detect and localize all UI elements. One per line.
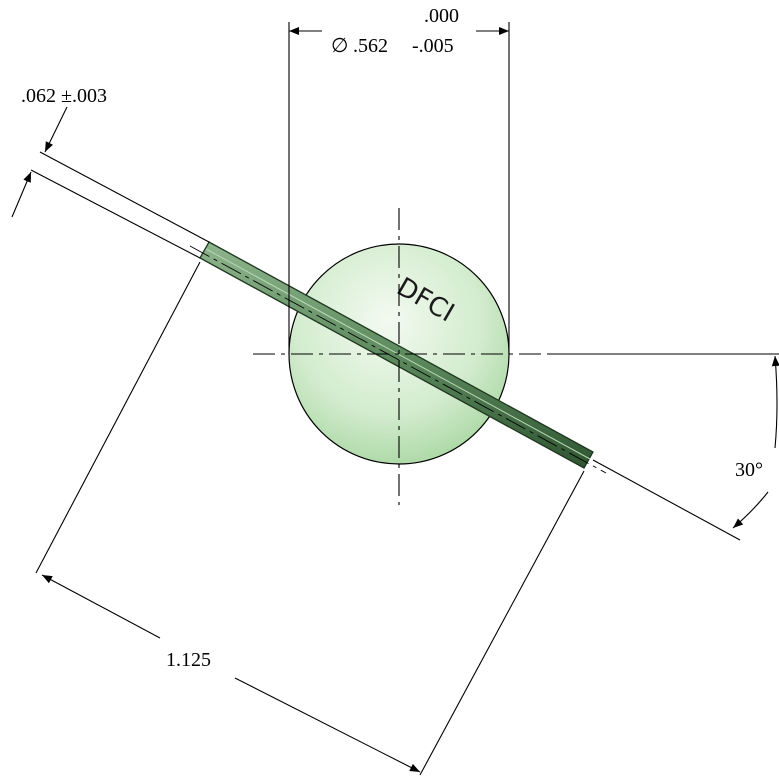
thickness-leader-bottom: [11, 171, 32, 218]
length-dimension: 1.125: [35, 261, 585, 776]
length-dimension-line-a: [41, 574, 161, 639]
diameter-nominal: .562: [353, 35, 388, 57]
angle-arc-lower: [732, 491, 769, 529]
thickness-dimension: .062 ±.003: [11, 85, 210, 259]
diameter-symbol: ∅: [331, 35, 348, 57]
angle-arc-upper: [771, 355, 779, 449]
angle-extension: [592, 459, 741, 541]
thickness-leader-top: [44, 106, 68, 153]
diameter-upper-tolerance: .000: [424, 5, 459, 27]
length-dimension-line-b: [234, 677, 421, 773]
thickness-extension-bottom: [30, 169, 201, 259]
diameter-dimension: .000 ∅ .562 -.005: [288, 5, 510, 354]
thickness-value: .062 ±.003: [21, 85, 107, 107]
length-extension-right: [419, 470, 585, 776]
angle-dimension: 30°: [592, 355, 779, 541]
length-value: 1.125: [166, 649, 211, 671]
length-extension-left: [35, 261, 201, 574]
angle-value: 30°: [735, 459, 763, 481]
thickness-extension-top: [39, 151, 210, 243]
centerlines: [253, 208, 779, 505]
diameter-lower-tolerance: -.005: [412, 35, 454, 57]
blade-centerline: [189, 245, 607, 474]
